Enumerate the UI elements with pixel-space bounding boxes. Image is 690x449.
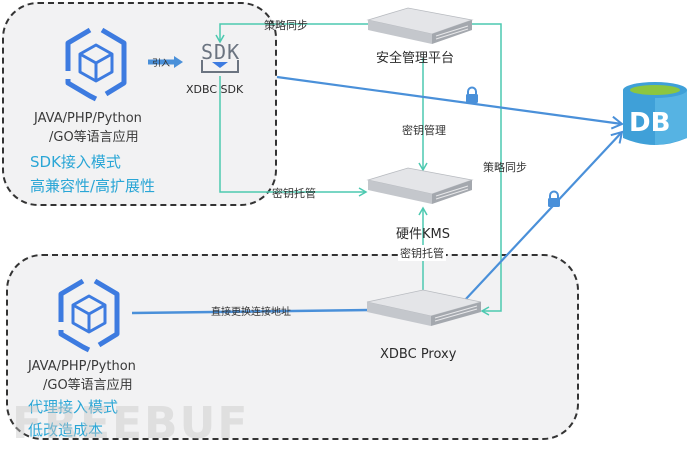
lock-icon	[548, 190, 560, 207]
proxy-mode-title: 代理接入模式	[28, 398, 119, 416]
key-management-label: 密钥管理	[402, 124, 446, 137]
edge-app-to-proxy	[131, 308, 371, 315]
security-platform-label: 安全管理平台	[376, 51, 455, 66]
edge-policy-sync-sdk	[215, 23, 370, 44]
freebuf-watermark: FREEBUF	[12, 398, 250, 449]
sdk-app-label-line2: /GO等语言应用	[49, 130, 139, 145]
key-escrow-sdk-label: 密钥托管	[272, 187, 316, 200]
xdbc-sdk-label: XDBC SDK	[186, 83, 244, 96]
kms-label: 硬件KMS	[396, 227, 450, 242]
import-label: 引入	[152, 59, 171, 69]
sdk-mode-desc: 高兼容性/高扩展性	[30, 177, 156, 195]
key-escrow-proxy-label: 密钥托管	[398, 245, 446, 261]
sdk-icon-text: SDK	[201, 40, 241, 64]
proxy-app-label-line2: /GO等语言应用	[43, 378, 133, 393]
direct-replace-label: 直接更换连接地址	[211, 307, 291, 318]
edge-key-escrow-sdk	[219, 76, 368, 197]
db-label: DB	[629, 108, 671, 138]
policy-sync-sdk-label: 策略同步	[264, 19, 308, 32]
xdbc-proxy-label: XDBC Proxy	[380, 347, 457, 362]
edge-proxy-to-db	[464, 130, 624, 301]
policy-sync-proxy-label: 策略同步	[483, 161, 527, 174]
sdk-app-label-line1: JAVA/PHP/Python	[34, 111, 142, 126]
edge-policy-sync-proxy	[472, 23, 502, 316]
proxy-app-label-line1: JAVA/PHP/Python	[28, 359, 136, 374]
sdk-mode-zone	[2, 2, 277, 206]
edge-sdk-to-db	[276, 75, 624, 130]
proxy-mode-desc: 低改造成本	[28, 421, 104, 439]
lock-icon	[466, 86, 478, 103]
sdk-mode-title: SDK接入模式	[30, 153, 121, 171]
